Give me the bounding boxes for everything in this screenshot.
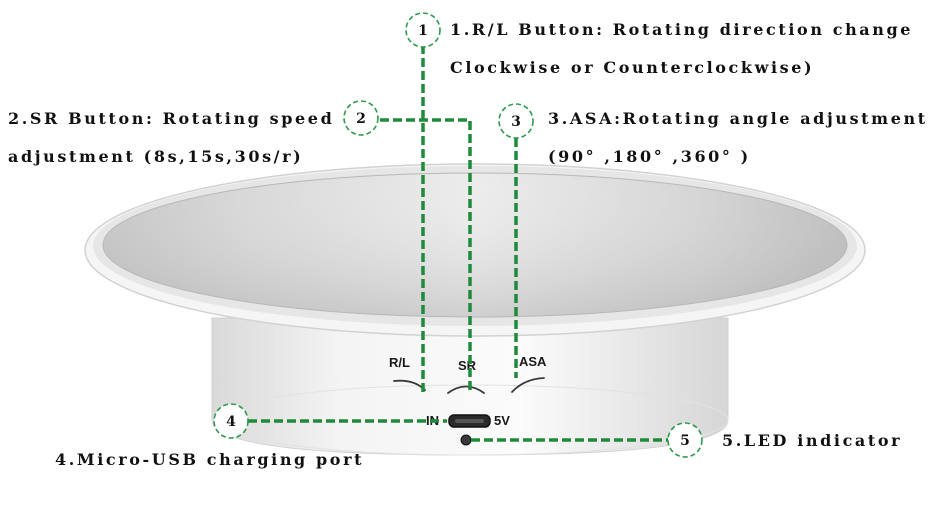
- five-v-label: 5V: [494, 413, 510, 428]
- badge-2-number: 2: [356, 111, 366, 127]
- rl-label: R/L: [389, 355, 410, 370]
- badge-5-number: 5: [680, 433, 690, 449]
- badge-4-number: 4: [226, 414, 236, 430]
- asa-label: ASA: [519, 354, 547, 369]
- led-indicator: [460, 434, 472, 446]
- sr-label: SR: [458, 358, 477, 373]
- badge-5: [667, 422, 703, 458]
- leader-lines: [248, 45, 668, 442]
- badge-1: [405, 12, 441, 48]
- asa-button[interactable]: [511, 377, 545, 393]
- callout-1-line-2: Clockwise or Counterclockwise): [450, 58, 815, 77]
- leader-line-2: [380, 118, 472, 392]
- callout-2-line-2: adjustment (8s,15s,30s/r): [8, 147, 304, 166]
- badge-1-number: 1: [418, 23, 428, 39]
- callout-4-line-1: 4.Micro-USB charging port: [55, 450, 365, 469]
- badge-3: [498, 103, 534, 139]
- badge-4: [213, 403, 249, 439]
- callout-3-line-1: 3.ASA:Rotating angle adjustment: [548, 109, 928, 128]
- badge-2: [343, 100, 379, 136]
- callout-3-line-2: (90° ,180° ,360° ): [548, 147, 751, 166]
- turntable-plate: [84, 163, 866, 337]
- callout-2-line-1: 2.SR Button: Rotating speed: [8, 109, 335, 128]
- callout-1-line-1: 1.R/L Button: Rotating direction change: [450, 20, 914, 39]
- sr-button[interactable]: [447, 385, 485, 394]
- badge-3-number: 3: [511, 114, 521, 130]
- callout-5-line-1: 5.LED indicator: [722, 431, 903, 450]
